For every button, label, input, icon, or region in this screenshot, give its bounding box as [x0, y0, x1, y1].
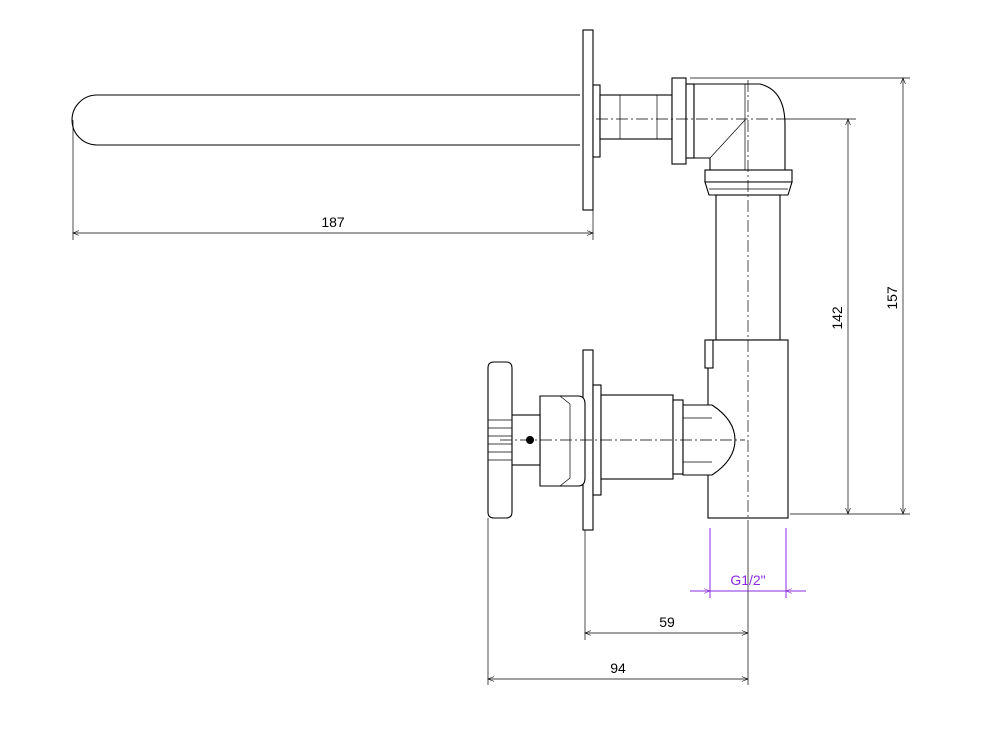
center-lines: [500, 80, 780, 530]
dim-label-thread: G1/2": [730, 572, 765, 588]
spout-body: [71, 94, 580, 146]
elbow-fitting: [671, 77, 793, 196]
elbow-flange: [671, 77, 687, 165]
dim-label-142: 142: [829, 306, 845, 330]
spout-wall-plate: [582, 29, 594, 211]
valve-sleeve: [600, 394, 674, 480]
spout-connector-pipe: [599, 94, 673, 140]
dimension-157: 157: [690, 77, 910, 515]
dimension-thread: G1/2": [690, 528, 806, 598]
spout: [71, 29, 673, 211]
dimension-187: 187: [72, 120, 594, 240]
elbow-nut-bottom: [704, 181, 793, 196]
dim-label-59: 59: [659, 614, 675, 630]
dimension-94: 94: [487, 518, 749, 685]
dim-label-187: 187: [321, 214, 345, 230]
handle-bonnet: [539, 395, 586, 487]
dim-label-94: 94: [610, 660, 626, 676]
dim-label-157: 157: [884, 286, 900, 310]
elbow-nut-top: [704, 169, 793, 183]
dimension-59: 59: [584, 530, 749, 640]
elbow-body: [693, 83, 786, 171]
dimension-142: 142: [780, 118, 856, 515]
valve-tab: [704, 339, 714, 369]
spout-collar: [592, 84, 601, 158]
